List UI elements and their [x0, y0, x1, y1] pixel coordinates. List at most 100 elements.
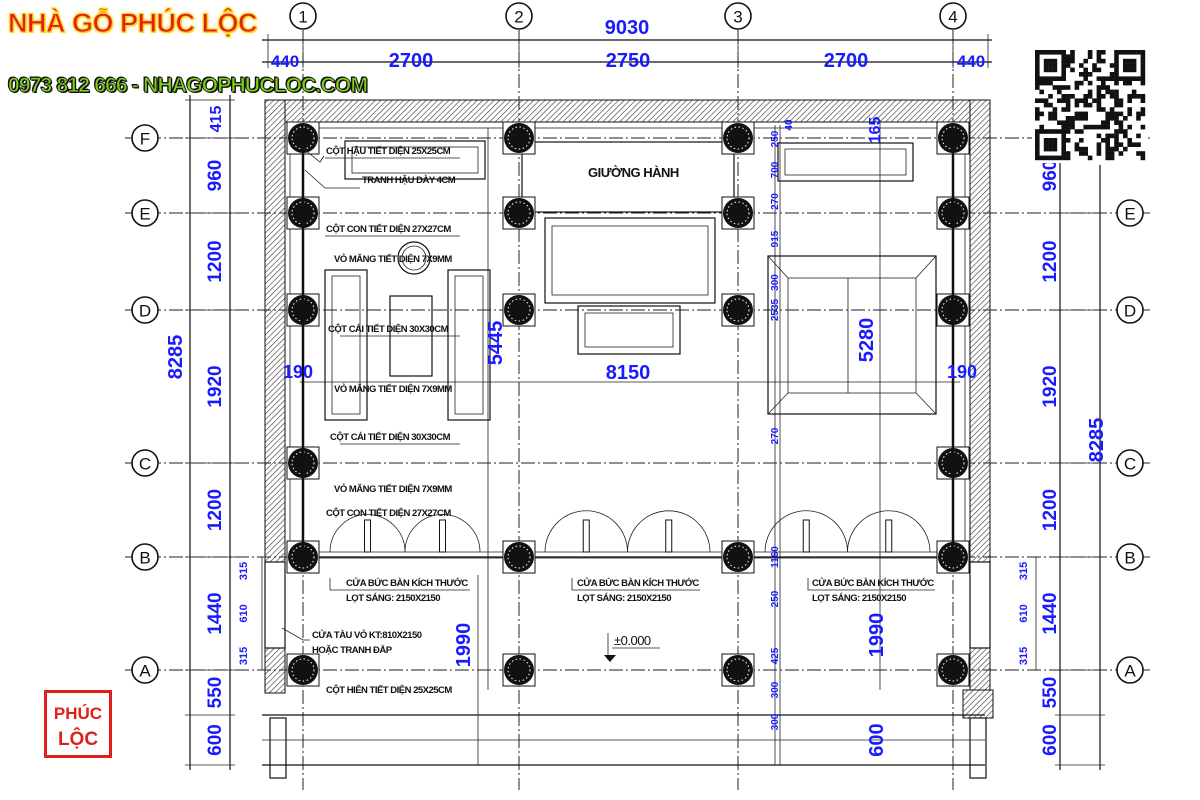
axis-bubble-row: [1116, 199, 1144, 227]
note-main-column-1: CỘT CÁI TIẾT DIỆN 30X30CM: [328, 323, 449, 335]
dim-chain-segment: 2535: [770, 298, 781, 321]
dim-chain-segment: 425: [770, 647, 781, 664]
dim-side-segment: 550: [205, 677, 226, 709]
svg-text:LỘC: LỘC: [58, 728, 98, 750]
outer-walls: [264, 99, 994, 779]
dim-top: 2750: [606, 50, 651, 72]
axis-bubble-row: [1116, 449, 1144, 477]
door-leaf: [364, 519, 371, 553]
axis-bubble-row: [131, 124, 159, 152]
dim-inner-depth-left: 5445: [485, 321, 507, 366]
note-side-door-2: HOẶC TRANH ĐẮP: [312, 645, 393, 656]
axis-bubble-row: [131, 543, 159, 571]
axis-label-column: 1: [298, 8, 307, 27]
dim-side-segment: 1200: [1040, 489, 1061, 531]
dim-side-sub-segment: 315: [1018, 647, 1030, 665]
axis-label-row: F: [140, 130, 150, 149]
axis-bubble-row: [131, 656, 159, 684]
dimension-labels: 9030 440 2700 2750 2700 440 8285 8285 41…: [165, 17, 1108, 766]
axis-label-row: B: [139, 549, 150, 568]
note-shell-3: VỎ MĂNG TIẾT DIỆN 7X9MM: [334, 483, 452, 495]
altar-table: [577, 305, 681, 355]
door-leaf: [885, 519, 893, 553]
dim-side-segment: 960: [1040, 160, 1061, 192]
annotations: CỘT HẬU TIẾT DIỆN 25X25CM TRANH HẬU DÀY …: [281, 145, 935, 696]
svg-text:PHÚC: PHÚC: [54, 704, 102, 723]
door-swing-arc: [764, 510, 848, 553]
axis-label-column: 2: [514, 8, 523, 27]
axis-bubble-column: [505, 2, 533, 30]
dim-side-segment: 1920: [1040, 365, 1061, 407]
dimension-lines: [189, 39, 1101, 770]
dim-side-sub-segment: 610: [238, 604, 250, 622]
dim-top: 2700: [389, 50, 434, 72]
dim-total-width: 9030: [605, 17, 650, 39]
axis-label-row: E: [1124, 205, 1135, 224]
dim-total-depth-right: 8285: [1086, 418, 1108, 463]
dim-side-segment: 550: [1040, 677, 1061, 709]
dim-wall-offset-right: 190: [947, 362, 977, 382]
dim-side-segment: 1920: [205, 365, 226, 407]
axis-label-row: A: [1124, 662, 1136, 681]
door-swing-arc: [544, 510, 628, 553]
columns: [286, 121, 970, 687]
dim-total-depth: 8285: [165, 335, 187, 380]
brand-logo: PHÚC LỘC: [44, 690, 112, 758]
axis-bubble-column: [724, 2, 752, 30]
dim-inner-depth-right: 5280: [856, 318, 878, 363]
note-rear-panel: TRANH HẬU DÀY 4CM: [362, 174, 456, 186]
axis-label-column: 3: [733, 8, 742, 27]
sofa-right: [447, 269, 491, 421]
axis-bubble-column: [289, 2, 317, 30]
axis-bubble-row: [131, 296, 159, 324]
dim-side-segment: 1200: [205, 240, 226, 282]
dim-top-right-offset: 165: [867, 117, 884, 144]
door-swing-arc: [329, 514, 406, 553]
note-shell-1: VỎ MĂNG TIẾT DIỆN 7X9MM: [334, 253, 452, 265]
note-door-right: CỬA BỨC BÀN KÍCH THƯỚC: [812, 577, 934, 589]
axis-label-row: B: [1124, 549, 1135, 568]
door-leaf: [665, 519, 673, 553]
dim-chain-segment: 300: [770, 274, 781, 291]
note-side-door: CỬA TÀU VỎ KT:810X2150: [312, 629, 422, 641]
dim-side-segment: 1440: [205, 592, 226, 634]
axis-label-row: C: [1124, 455, 1136, 474]
axis-bubble-column: [939, 2, 967, 30]
dim-wall-offset-left: 190: [283, 362, 313, 382]
bed: [521, 141, 735, 213]
dim-side-sub-segment: 315: [1018, 562, 1030, 580]
note-door-right-size: LỌT SÁNG: 2150X2150: [812, 593, 906, 604]
dim-side-segment: 1200: [205, 489, 226, 531]
front-doors: [303, 510, 953, 558]
dim-top: 440: [271, 52, 299, 71]
axis-bubble-row: [131, 449, 159, 477]
dim-side-sub-segment: 315: [238, 647, 250, 665]
dim-top: 2700: [824, 50, 869, 72]
note-small-column-2: CỘT CON TIẾT DIỆN 27X27CM: [326, 507, 451, 519]
dim-top: 440: [957, 52, 985, 71]
door-leaf: [439, 519, 446, 553]
note-door-left-size: LỌT SÁNG: 2150X2150: [346, 593, 440, 604]
axis-label-row: A: [139, 662, 151, 681]
note-door-center-size: LỌT SÁNG: 2150X2150: [577, 593, 671, 604]
elevation-label: ±0.000: [614, 633, 651, 648]
dim-chain-segment: 700: [770, 161, 781, 178]
sofa-left: [324, 269, 368, 421]
note-door-left: CỬA BỨC BÀN KÍCH THƯỚC: [346, 577, 468, 589]
note-door-center: CỬA BỨC BÀN KÍCH THƯỚC: [577, 577, 699, 589]
dim-side-segment: 1200: [1040, 240, 1061, 282]
axis-label-row: D: [139, 302, 151, 321]
dim-side-segment: 415: [208, 106, 225, 133]
dim-porch-right: 1990: [866, 613, 888, 658]
note-small-column: CỘT CON TIẾT DIỆN 27X27CM: [326, 223, 451, 235]
note-main-column-2: CỘT CÁI TIẾT DIỆN 30X30CM: [330, 431, 451, 443]
axis-label-row: D: [1124, 302, 1136, 321]
door-swing-arc: [404, 514, 481, 553]
dim-side-segment: 600: [205, 724, 226, 756]
dim-chain-segment: 915: [770, 230, 781, 247]
dim-porch-left: 1990: [453, 623, 475, 668]
dim-inner-width: 8150: [606, 362, 651, 384]
axis-bubble-row: [1116, 296, 1144, 324]
dim-side-segment: 1440: [1040, 592, 1061, 634]
